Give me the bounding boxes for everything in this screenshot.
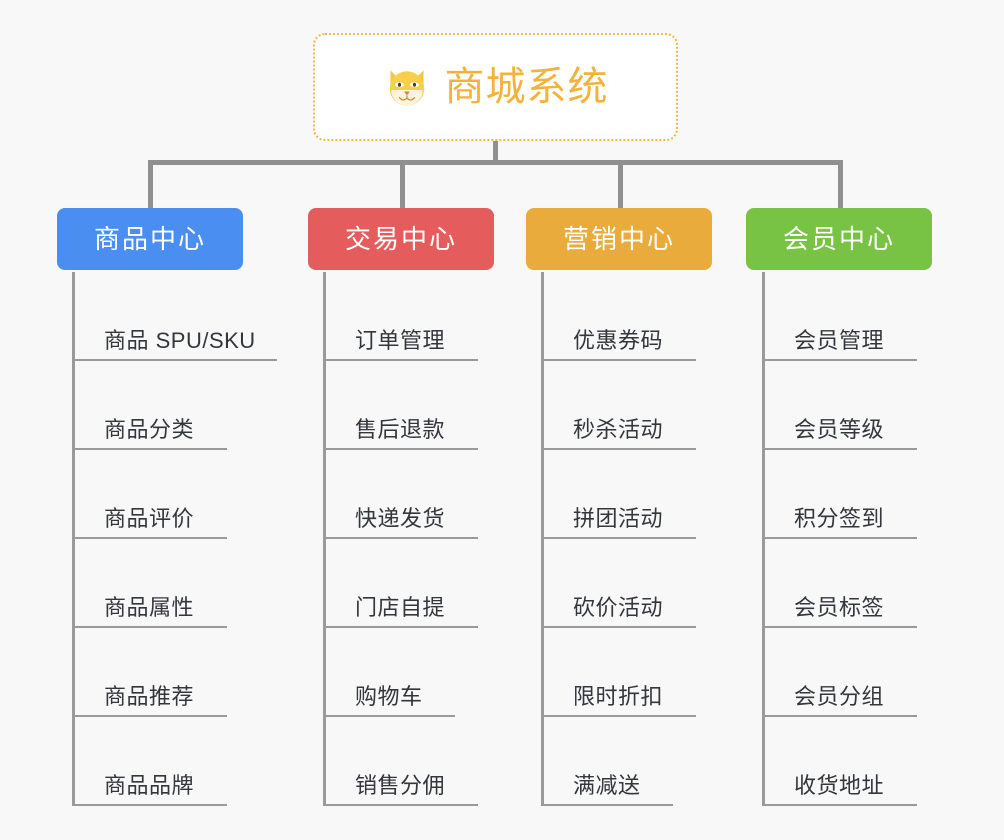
leaf-item-label: 商品评价	[104, 506, 195, 531]
leaf-item-label: 订单管理	[355, 328, 446, 353]
branch-label: 交易中心	[344, 224, 457, 254]
leaf-item[interactable]: 积分签到	[762, 450, 917, 539]
leaf-item[interactable]: 会员管理	[762, 272, 917, 361]
leaf-item-label: 会员标签	[794, 595, 885, 620]
leaf-item-underline	[762, 359, 917, 361]
leaf-item[interactable]: 秒杀活动	[541, 361, 696, 450]
leaf-item-underline	[541, 715, 696, 717]
leaf-item[interactable]: 砍价活动	[541, 539, 696, 628]
leaf-item-label: 会员分组	[794, 684, 885, 709]
leaf-item-label: 商品推荐	[104, 684, 195, 709]
leaf-item-label: 秒杀活动	[573, 417, 664, 442]
leaf-item-underline	[323, 804, 478, 806]
leaf-item-label: 满减送	[573, 773, 641, 798]
branch-connector-drop	[618, 160, 623, 208]
leaf-item-label: 商品分类	[104, 417, 195, 442]
leaf-item-underline	[541, 537, 696, 539]
leaf-item-label: 商品品牌	[104, 773, 195, 798]
leaf-item-label: 售后退款	[355, 417, 446, 442]
leaf-item-label: 销售分佣	[355, 773, 446, 798]
leaf-item[interactable]: 商品属性	[72, 539, 256, 628]
leaf-item[interactable]: 快递发货	[323, 450, 478, 539]
leaf-item-label: 商品 SPU/SKU	[104, 328, 256, 353]
leaf-item-underline	[762, 626, 917, 628]
leaf-item-underline	[541, 804, 673, 806]
leaf-item[interactable]: 会员等级	[762, 361, 917, 450]
leaf-item-underline	[762, 448, 917, 450]
leaf-item-label: 门店自提	[355, 595, 446, 620]
root-connector-stub	[493, 141, 498, 165]
branch-connector-bar	[148, 160, 841, 165]
branch-label: 商品中心	[93, 224, 206, 254]
branch-box-4[interactable]: 会员中心	[746, 208, 932, 270]
leaf-column-spine	[541, 272, 544, 806]
root-node[interactable]: 商城系统	[313, 33, 678, 141]
leaf-item-underline	[541, 448, 696, 450]
leaf-item-underline	[762, 537, 917, 539]
leaf-item-underline	[323, 715, 455, 717]
branch-box-1[interactable]: 商品中心	[57, 208, 243, 270]
leaf-item-underline	[323, 537, 478, 539]
branch-connector-drop	[400, 160, 405, 208]
leaf-item-label: 购物车	[355, 684, 423, 709]
leaf-column-3: 优惠券码秒杀活动拼团活动砍价活动限时折扣满减送	[541, 272, 696, 806]
leaf-column-4: 会员管理会员等级积分签到会员标签会员分组收货地址	[762, 272, 917, 806]
leaf-item-underline	[72, 804, 227, 806]
leaf-item-underline	[541, 626, 696, 628]
leaf-item-underline	[762, 715, 917, 717]
leaf-item-underline	[72, 537, 227, 539]
leaf-item[interactable]: 满减送	[541, 717, 673, 806]
leaf-column-1: 商品 SPU/SKU 商品分类商品评价商品属性商品推荐商品品牌	[72, 272, 277, 806]
leaf-item-underline	[323, 448, 478, 450]
leaf-item[interactable]: 商品 SPU/SKU	[72, 272, 277, 361]
branch-box-2[interactable]: 交易中心	[308, 208, 494, 270]
branch-box-3[interactable]: 营销中心	[526, 208, 712, 270]
leaf-item-label: 会员管理	[794, 328, 885, 353]
leaf-item[interactable]: 商品分类	[72, 361, 256, 450]
leaf-column-spine	[323, 272, 326, 806]
branch-connector-drop	[838, 160, 843, 208]
leaf-item[interactable]: 购物车	[323, 628, 455, 717]
leaf-item-underline	[323, 359, 478, 361]
leaf-item[interactable]: 销售分佣	[323, 717, 478, 806]
leaf-item[interactable]: 收货地址	[762, 717, 917, 806]
leaf-item-label: 积分签到	[794, 506, 885, 531]
branch-label: 营销中心	[562, 224, 675, 254]
leaf-item-underline	[323, 626, 478, 628]
leaf-item[interactable]: 订单管理	[323, 272, 478, 361]
leaf-item-label: 限时折扣	[573, 684, 664, 709]
leaf-item-label: 优惠券码	[573, 328, 664, 353]
leaf-item-label: 收货地址	[794, 773, 885, 798]
leaf-item[interactable]: 限时折扣	[541, 628, 696, 717]
leaf-item[interactable]: 会员标签	[762, 539, 917, 628]
leaf-column-2: 订单管理售后退款快递发货门店自提购物车销售分佣	[323, 272, 478, 806]
leaf-item-underline	[72, 715, 227, 717]
leaf-item-underline	[762, 804, 917, 806]
branch-label: 会员中心	[782, 224, 895, 254]
leaf-item-underline	[72, 626, 227, 628]
leaf-item[interactable]: 商品推荐	[72, 628, 256, 717]
leaf-item-underline	[72, 448, 227, 450]
leaf-item[interactable]: 会员分组	[762, 628, 917, 717]
leaf-item-label: 商品属性	[104, 595, 195, 620]
leaf-item[interactable]: 优惠券码	[541, 272, 696, 361]
leaf-item[interactable]: 门店自提	[323, 539, 478, 628]
leaf-item[interactable]: 售后退款	[323, 361, 478, 450]
leaf-item[interactable]: 拼团活动	[541, 450, 696, 539]
leaf-item-label: 砍价活动	[573, 595, 664, 620]
leaf-item-label: 拼团活动	[573, 506, 664, 531]
shiba-dog-face-icon	[389, 70, 424, 106]
leaf-item-label: 会员等级	[794, 417, 885, 442]
leaf-item-label: 快递发货	[355, 506, 446, 531]
leaf-column-spine	[762, 272, 765, 806]
leaf-column-spine	[72, 272, 75, 806]
leaf-item-underline	[541, 359, 696, 361]
leaf-item[interactable]: 商品评价	[72, 450, 256, 539]
leaf-item[interactable]: 商品品牌	[72, 717, 256, 806]
branch-connector-drop	[148, 160, 153, 208]
leaf-item-underline	[72, 359, 277, 361]
root-title: 商城系统	[444, 65, 609, 109]
